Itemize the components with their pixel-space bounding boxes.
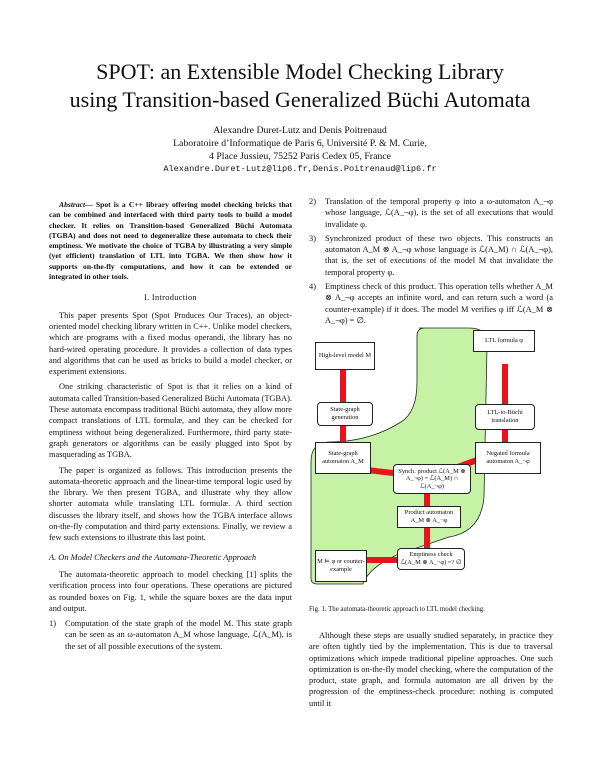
list-text: Emptiness check of this product. This op… (325, 282, 553, 325)
list-number: 1) (49, 619, 56, 629)
author-emails: Alexandre.Duret-Lutz@lip6.fr,Denis.Poitr… (163, 164, 437, 174)
paragraph-after-figure: Although these steps are usually studied… (309, 631, 553, 708)
subsection-heading-a: A. On Model Checkers and the Automata-Th… (49, 552, 257, 562)
list-number: 3) (309, 233, 316, 243)
author-names: Alexandre Duret-Lutz and Denis Poitrenau… (213, 125, 387, 136)
red-links (340, 364, 508, 563)
box-synch-product: Synch. product ℒ(A_M ⊗ A_¬φ) = ℒ(A_M) ∩ … (393, 464, 471, 494)
affiliation-line-1: Laboratoire d’Informatique de Paris 6, U… (173, 138, 427, 149)
right-column-paragraph: Although these steps are usually studied… (309, 630, 553, 713)
box-state-graph-generation: State-graph generation (317, 402, 373, 426)
box-state-graph-automaton: State-graph automaton A_M (315, 442, 371, 474)
figure-1: High-level model M LTL formula φ State-g… (309, 322, 553, 592)
abstract-text: — Spot is a C++ library offering model c… (49, 200, 292, 282)
section-heading-introduction: I. Introduction (144, 293, 197, 303)
title-line-1: SPOT: an Extensible Model Checking Libra… (96, 59, 504, 84)
list-number: 4) (309, 282, 316, 292)
list-item: 2) Translation of the temporal property φ… (309, 196, 553, 230)
affiliation-line-2: 4 Place Jussieu, 75252 Paris Cedex 05, F… (208, 151, 392, 162)
list-number: 2) (309, 197, 316, 206)
right-column: 2) Translation of the temporal property φ… (309, 196, 553, 329)
paper-title: SPOT: an Extensible Model Checking Libra… (40, 58, 560, 114)
list-text: Translation of the temporal property φ i… (325, 197, 553, 229)
abstract-label: Abstract (59, 200, 86, 209)
list-item: 1) Computation of the state graph of the … (49, 618, 292, 652)
list-item: 4) Emptiness check of this product. This … (309, 281, 553, 326)
left-column: Abstract— Spot is a C++ library offering… (49, 200, 292, 655)
box-emptiness-check: Emptiness check ℒ(A_M ⊗ A_¬φ) =? ∅ (397, 548, 465, 570)
figure-caption: Fig. 1. The automata-theoretic approach … (309, 606, 485, 613)
list-text: Computation of the state graph of the mo… (65, 619, 292, 651)
list-text: Synchronized product of these two object… (325, 233, 553, 277)
box-product-automaton: Product automaton A_M ⊗ A_¬φ (397, 506, 461, 528)
box-negated-formula: Negated formula automaton A_¬φ (475, 442, 541, 474)
box-result: M ⊨ φ or counter-example (315, 550, 367, 582)
box-ltl-to-buchi: LTL-to-Büchi translation (475, 404, 535, 430)
title-line-2: using Transition-based Generalized Büchi… (69, 87, 531, 112)
list-item: 3) Synchronized product of these two obje… (309, 233, 553, 278)
author-block: Alexandre Duret-Lutz and Denis Poitrenau… (60, 124, 540, 176)
steps-list-left: 1) Computation of the state graph of the … (49, 618, 292, 652)
intro-paragraph-1: This paper presents Spot (Spot Produces … (49, 310, 292, 377)
intro-paragraph-3: The paper is organized as follows. This … (49, 465, 292, 543)
intro-paragraph-2: One striking characteristic of Spot is t… (49, 382, 292, 460)
abstract: Abstract— Spot is a C++ library offering… (49, 200, 292, 282)
subsection-paragraph-1: The automata-theoretic approach to model… (49, 569, 292, 613)
box-high-level-model: High-level model M (315, 342, 375, 370)
box-ltl-formula: LTL formula φ (473, 330, 535, 352)
steps-list-right: 2) Translation of the temporal property φ… (309, 196, 553, 326)
